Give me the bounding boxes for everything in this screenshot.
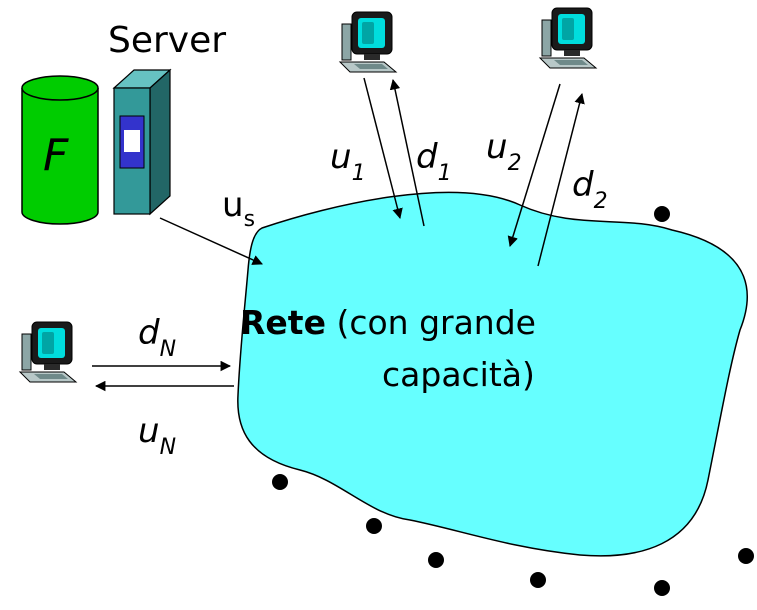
server-title: Server (108, 20, 226, 61)
peer-dot (530, 572, 546, 588)
peer-dot (738, 548, 754, 564)
d1-arrow (389, 78, 425, 227)
d2-label: d2 (572, 165, 608, 214)
network-label: Rete (con grande (240, 303, 536, 342)
network-desc-line2: capacità) (382, 355, 535, 394)
u2-arrow (507, 83, 561, 248)
peer-dot (654, 206, 670, 222)
d2-arrow (537, 92, 585, 267)
us-label: us (222, 185, 255, 232)
d1-label: d1 (416, 137, 452, 186)
peer-dot (366, 518, 382, 534)
u1-arrow (363, 77, 403, 220)
network-name: Rete (240, 303, 326, 342)
database-cylinder-icon: F (21, 75, 99, 225)
network-cloud (237, 191, 748, 557)
uN-label: uN (138, 411, 176, 460)
u2-label: u2 (486, 127, 522, 176)
peer-dot (654, 580, 670, 596)
file-label: F (43, 130, 69, 181)
us-arrow (159, 217, 263, 265)
peer-dot (272, 474, 288, 490)
peer-dot (428, 552, 444, 568)
peer-2-computer-icon (539, 7, 597, 69)
additional-peer-dots (272, 206, 754, 596)
peer-1-computer-icon (339, 11, 397, 73)
server-tower-icon (112, 68, 172, 216)
peer-n-computer-icon (19, 321, 77, 383)
dN-label: dN (138, 313, 176, 362)
u1-label: u1 (330, 137, 366, 186)
network-desc-line1: (con grande (336, 303, 536, 342)
